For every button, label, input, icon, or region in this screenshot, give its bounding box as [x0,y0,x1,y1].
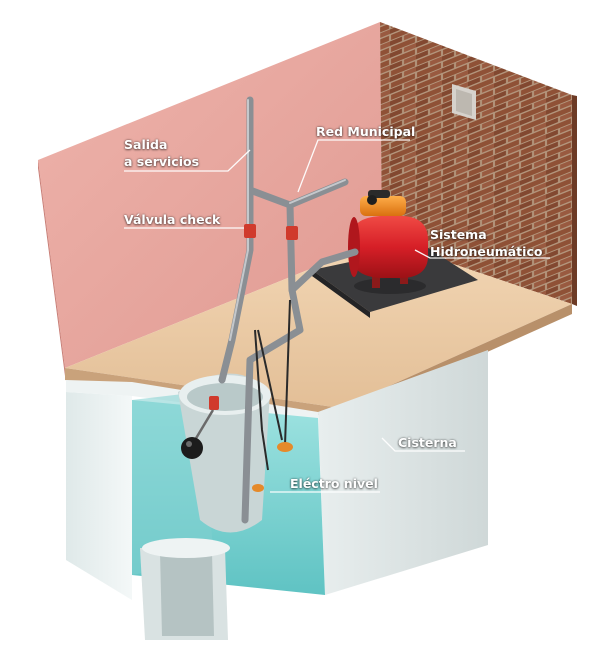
wall-vent [452,84,476,120]
label-salida-line1: Salida [124,137,168,152]
label-valvula-check: Válvula check [124,211,220,228]
cistern-front-face [66,392,132,600]
leader-salida [124,149,251,172]
label-sistema-line2: Hidroneumático [430,244,543,259]
label-cisterna-text: Cisterna [398,435,457,450]
pipe-highlights [229,99,346,341]
leader-sistema [414,249,550,259]
callout-leaders [124,139,550,493]
pump-base-mat-edge [312,270,370,318]
hydropneumatic-pump [348,190,428,294]
label-cisterna: Cisterna [398,434,457,451]
brick-wall-shade [380,22,572,304]
label-salida-servicios: Salida a servicios [124,136,199,170]
check-valve [209,224,298,410]
label-electro-nivel: Eléctro nivel [290,475,378,492]
label-electro-nivel-text: Eléctro nivel [290,476,378,491]
label-red-municipal: Red Municipal [316,123,415,140]
label-red-municipal-text: Red Municipal [316,124,416,139]
float-ball [181,409,215,459]
brick-wall [380,22,572,304]
left-wall [38,22,382,368]
suction-pipe [241,286,304,524]
label-sistema-line1: Sistema [430,227,487,242]
leader-red-municipal [297,139,410,193]
brick-wall-edge [572,95,577,306]
label-salida-line2: a servicios [124,154,200,169]
pump-line-pipe [286,201,359,294]
cistern-right-face [318,350,488,595]
vertical-drop-pipe [218,186,254,384]
left-wall-edge [38,160,65,376]
leader-cisterna [381,437,465,452]
cistern-base-pipe [140,538,230,640]
label-sistema-hidroneumatico: Sistema Hidroneumático [430,226,542,260]
electro-level-sensor [252,299,293,492]
label-valvula-check-text: Válvula check [124,212,221,227]
pipe-network [218,96,359,524]
